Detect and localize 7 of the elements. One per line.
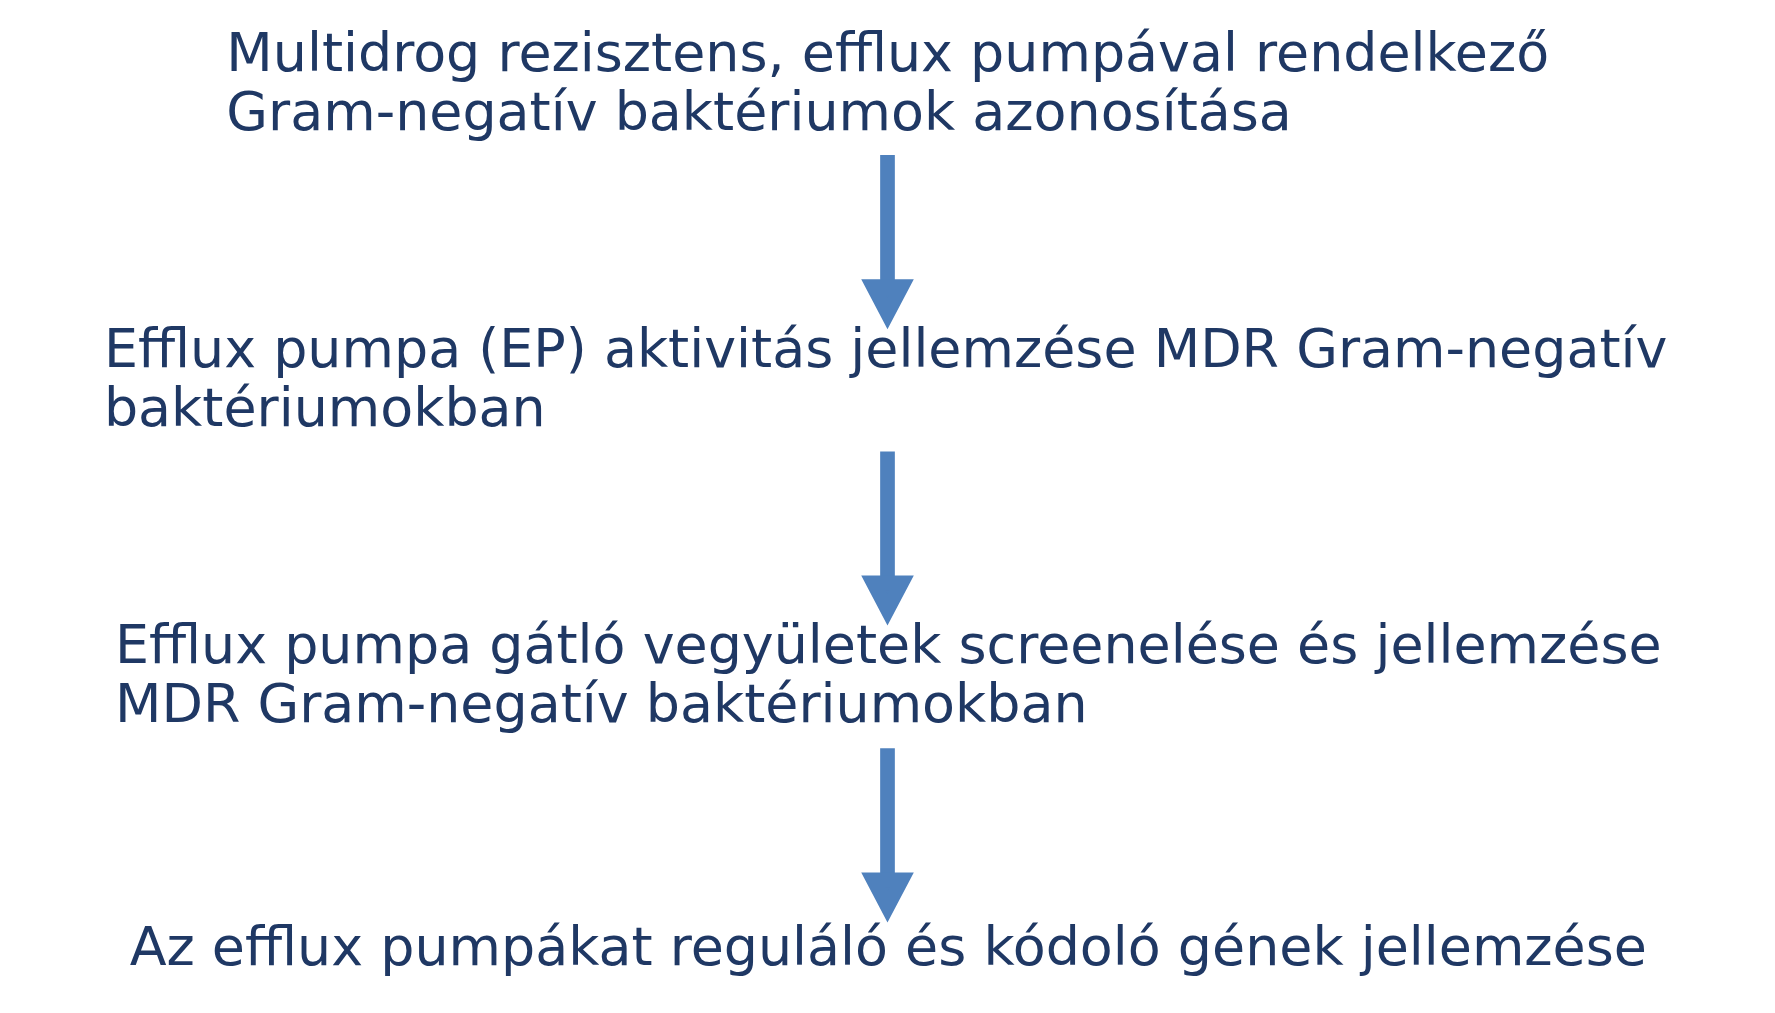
node-text: Efflux pumpa (EP) aktivitás jellemzése MDR Gram-negatív baktériumokban	[103, 317, 1668, 439]
arrow	[861, 451, 914, 626]
node-text: Az efflux pumpákat reguláló és kódoló gének jellemzése	[129, 914, 1647, 978]
node-text: Multidrog rezisztens, efflux pumpával rendelkező Gram-negatív baktériumok azonosítása	[226, 20, 1550, 143]
arrow	[861, 748, 914, 923]
arrow	[861, 155, 914, 330]
node-text: Efflux pumpa gátló vegyületek screenelése és jellemzése MDR Gram-negatív baktériumokban	[114, 613, 1662, 736]
